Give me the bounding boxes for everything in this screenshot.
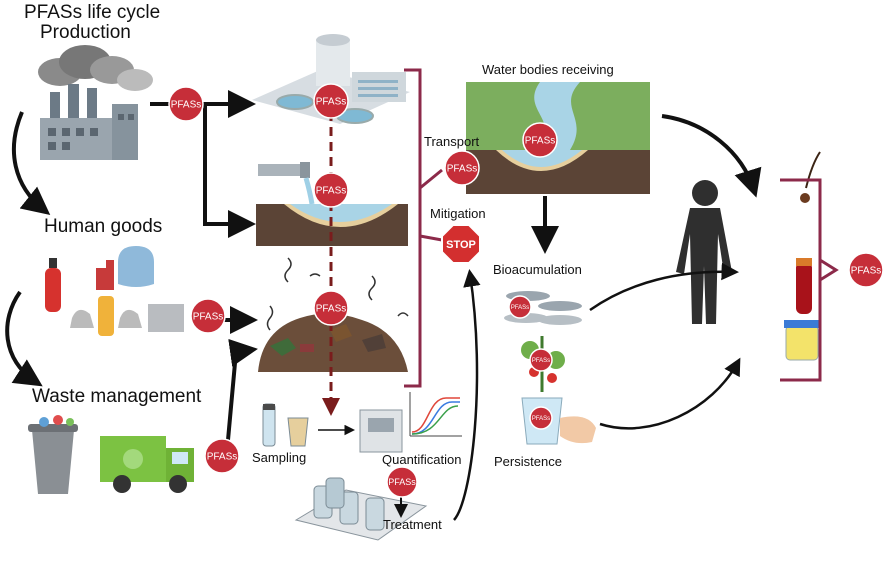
badge-human-text: PFASs bbox=[851, 266, 882, 277]
shoe-icon-2 bbox=[118, 309, 142, 328]
sampling-icons bbox=[262, 403, 309, 447]
transport-bracket bbox=[404, 68, 443, 388]
badge-quantification-text: PFASs bbox=[388, 477, 416, 487]
urine-cup-icon bbox=[784, 320, 820, 361]
badge-quantification: PFASs bbox=[386, 466, 418, 498]
badge-tomato-text: PFASs bbox=[532, 358, 550, 364]
badge-production-text: PFASs bbox=[171, 100, 202, 111]
badge-landfill: PFASs bbox=[313, 290, 349, 326]
badge-fish-circle bbox=[508, 295, 532, 319]
human-samples-bracket bbox=[780, 178, 839, 382]
badge-goods-circle bbox=[190, 298, 226, 334]
badge-truck: PFASs bbox=[204, 438, 240, 474]
badge-goods-text: PFASs bbox=[193, 312, 224, 323]
badge-fish: PFASs bbox=[508, 295, 532, 319]
flow-arrows bbox=[5, 90, 762, 521]
badge-goods: PFASs bbox=[190, 298, 226, 334]
human-goods-icons bbox=[45, 246, 184, 336]
title-line2: Production bbox=[40, 22, 131, 43]
backpack-icon bbox=[118, 246, 154, 287]
persistence-label: Persistence bbox=[494, 454, 562, 469]
badge-human: PFASs bbox=[848, 252, 884, 288]
shoe-icon bbox=[70, 309, 94, 328]
badge-transport: PFASs bbox=[444, 150, 480, 186]
badge-landfill-text: PFASs bbox=[316, 304, 347, 315]
arrow-truck-to-landfill bbox=[226, 338, 258, 441]
badge-river-text: PFASs bbox=[525, 136, 556, 147]
arrow-goods-to-waste bbox=[5, 290, 43, 387]
fire-extinguisher-icon bbox=[45, 268, 61, 312]
arrow-treatment-to-mitigation bbox=[453, 269, 481, 521]
badge-tomato-circle bbox=[529, 348, 553, 372]
mitigation-label: Mitigation bbox=[430, 206, 486, 221]
garbage-truck-icon bbox=[100, 436, 194, 493]
badge-production-circle bbox=[168, 86, 204, 122]
badge-plant: PFASs bbox=[313, 83, 349, 119]
badge-truck-circle bbox=[204, 438, 240, 474]
river-landscape-icon bbox=[466, 82, 650, 194]
badge-landfill-circle bbox=[313, 290, 349, 326]
human-goods-label: Human goods bbox=[44, 216, 163, 237]
badge-plant-circle bbox=[313, 83, 349, 119]
stop-sign-icon: STOP bbox=[441, 224, 481, 264]
water-bodies-label: Water bodies receiving bbox=[482, 62, 614, 77]
badge-transport-text: PFASs bbox=[447, 164, 478, 175]
trash-can-icon bbox=[28, 415, 78, 494]
juice-bottle-icon bbox=[98, 296, 114, 336]
quantification-instrument-icon bbox=[359, 409, 403, 453]
human-silhouette-icon bbox=[676, 180, 732, 324]
badge-truck-text: PFASs bbox=[207, 452, 238, 463]
treatment-label: Treatment bbox=[383, 517, 442, 532]
badge-quantification-circle bbox=[386, 466, 418, 498]
title-line1: PFASs life cycle bbox=[24, 2, 161, 23]
arrow-production-to-goods bbox=[11, 111, 51, 216]
badge-transport-circle bbox=[444, 150, 480, 186]
food-pack-icon bbox=[148, 304, 184, 332]
badge-fish-text: PFASs bbox=[511, 305, 529, 311]
badge-pond: PFASs bbox=[313, 172, 349, 208]
sampling-label: Sampling bbox=[252, 450, 307, 465]
arrow-fish-to-human bbox=[589, 262, 739, 312]
treatment-reactor-icon bbox=[294, 477, 428, 541]
transport-label: Transport bbox=[424, 134, 480, 149]
stop-text: STOP bbox=[446, 239, 476, 251]
badge-water-glass-circle bbox=[529, 406, 553, 430]
badge-river: PFASs bbox=[522, 122, 558, 158]
bioaccumulation-label: Bioacumulation bbox=[493, 262, 582, 277]
badge-human-circle bbox=[848, 252, 884, 288]
badge-plant-text: PFASs bbox=[316, 97, 347, 108]
arrow-glass-to-human bbox=[599, 357, 741, 430]
badge-river-circle bbox=[522, 122, 558, 158]
quantification-label: Quantification bbox=[382, 452, 462, 467]
spray-bottle-icon bbox=[96, 260, 114, 290]
landfill-icon bbox=[258, 257, 409, 372]
factory-icon bbox=[38, 45, 153, 160]
calibration-chart-icon bbox=[409, 392, 462, 437]
badge-pond-circle bbox=[313, 172, 349, 208]
badge-water-glass-text: PFASs bbox=[532, 416, 550, 422]
waste-management-label: Waste management bbox=[32, 386, 202, 407]
arrow-river-to-human bbox=[661, 114, 762, 198]
badge-tomato: PFASs bbox=[529, 348, 553, 372]
badge-water-glass: PFASs bbox=[529, 406, 553, 430]
arrow-factory-to-pond bbox=[203, 104, 256, 238]
badge-production: PFASs bbox=[168, 86, 204, 122]
hair-sample-icon bbox=[800, 151, 821, 203]
blood-tube-icon bbox=[796, 258, 812, 314]
badge-pond-text: PFASs bbox=[316, 186, 347, 197]
